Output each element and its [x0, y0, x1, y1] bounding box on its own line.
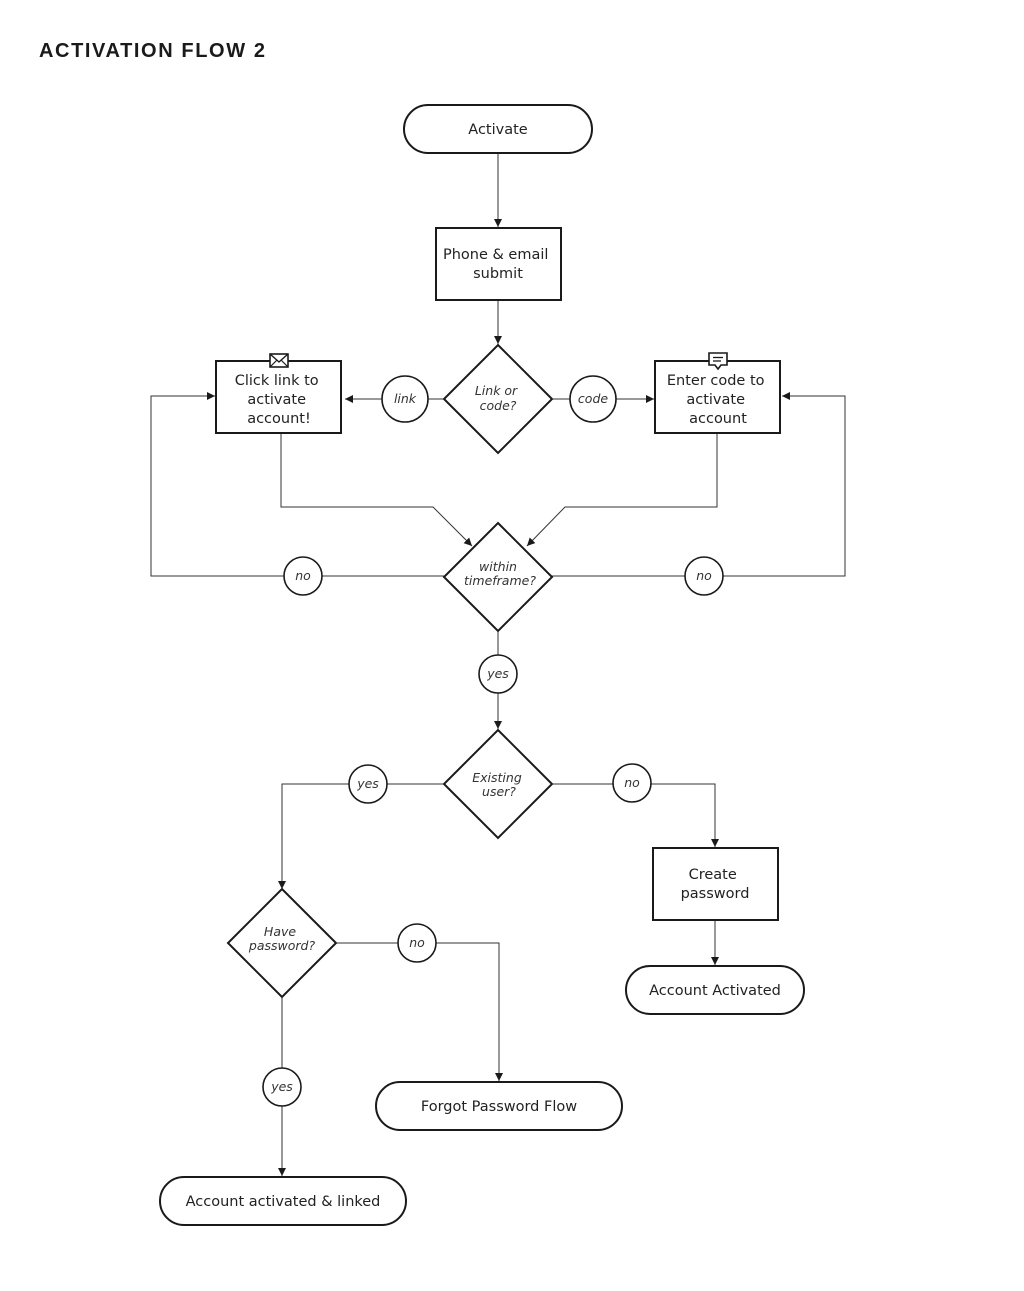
decision-existing-user: Existing user? — [442, 728, 554, 840]
node-account-activated-label: Account Activated — [649, 983, 781, 999]
node-activated-linked-label: Account activated & linked — [186, 1194, 381, 1210]
node-forgot-password-label: Forgot Password Flow — [421, 1099, 577, 1115]
edge-no-create — [651, 783, 719, 847]
edge-no-forgot — [436, 942, 503, 1081]
svg-text:no: no — [624, 775, 640, 790]
label-no-left: no — [283, 556, 323, 596]
node-create-password: Create password — [652, 847, 779, 921]
label-no-existing: no — [612, 763, 652, 803]
node-enter-code: Enter code to activate account — [654, 352, 781, 434]
label-no-right: no — [684, 556, 724, 596]
label-yes-timeframe: yes — [478, 654, 518, 694]
diagram-title: ACTIVATION FLOW 2 — [39, 40, 267, 62]
node-click-link-label: Click link to activate account! — [235, 373, 324, 427]
label-no-have: no — [397, 923, 437, 963]
decision-have-password-label: Have password? — [248, 924, 316, 953]
decision-have-password: Have password? — [226, 887, 338, 999]
decision-link-or-code: Link or code? — [442, 343, 554, 455]
node-forgot-password: Forgot Password Flow — [375, 1081, 623, 1131]
message-icon — [708, 352, 728, 371]
edge-no-right-enter — [723, 392, 846, 577]
decision-existing-user-label: Existing user? — [472, 770, 526, 799]
svg-text:yes: yes — [356, 776, 379, 791]
node-create-password-label: Create password — [681, 867, 750, 902]
edge-enter-timeframe — [526, 433, 718, 547]
decision-within-timeframe: within timeframe? — [442, 521, 554, 633]
decision-within-timeframe-label: within timeframe? — [464, 559, 536, 588]
edge-no-left-click — [150, 392, 284, 577]
node-click-link: Click link to activate account! — [215, 353, 342, 434]
label-code: code — [569, 375, 617, 423]
node-phone-email: Phone & email submit — [435, 227, 562, 301]
label-link: link — [381, 375, 429, 423]
node-account-activated: Account Activated — [625, 965, 805, 1015]
node-activated-linked: Account activated & linked — [159, 1176, 407, 1226]
svg-text:yes: yes — [270, 1079, 293, 1094]
node-enter-code-label: Enter code to activate account — [667, 373, 769, 427]
node-activate-label: Activate — [468, 122, 528, 138]
node-activate: Activate — [403, 104, 593, 154]
svg-text:link: link — [394, 391, 417, 406]
envelope-icon — [269, 353, 289, 368]
svg-text:no: no — [409, 935, 425, 950]
svg-text:code: code — [578, 391, 608, 406]
svg-text:no: no — [696, 568, 712, 583]
connectors — [150, 153, 846, 1176]
edge-yes-have — [278, 783, 349, 889]
decision-link-or-code-label: Link or code? — [475, 383, 521, 413]
svg-text:no: no — [295, 568, 311, 583]
label-yes-existing: yes — [348, 764, 388, 804]
svg-text:yes: yes — [486, 666, 509, 681]
label-yes-have: yes — [262, 1067, 302, 1107]
edge-click-timeframe — [280, 433, 473, 547]
node-phone-email-label: Phone & email submit — [443, 247, 553, 282]
